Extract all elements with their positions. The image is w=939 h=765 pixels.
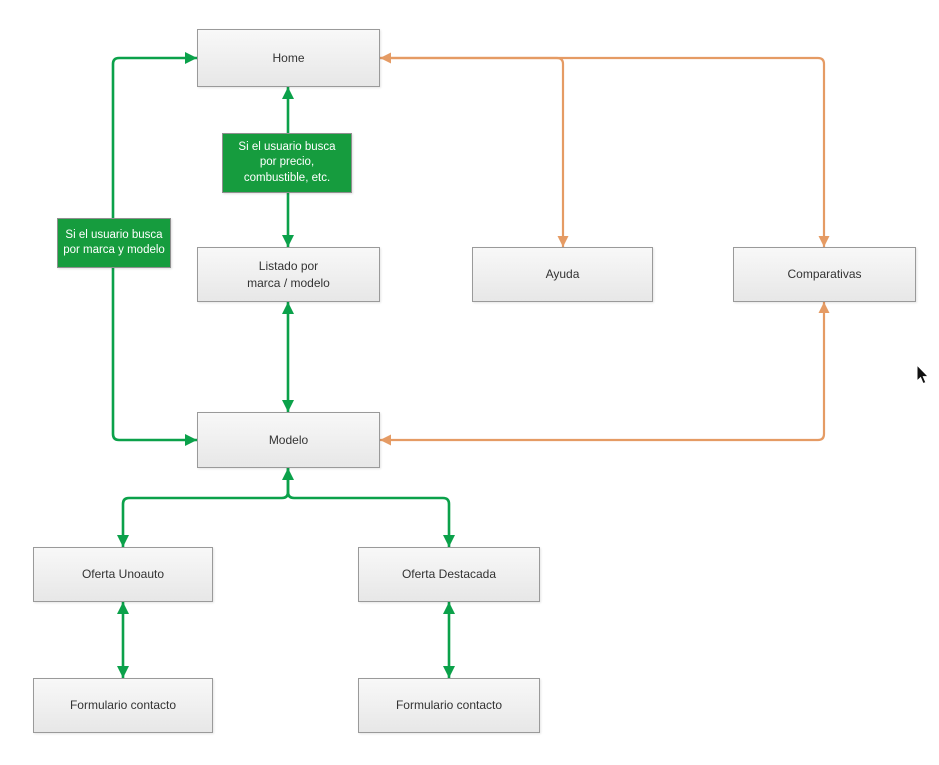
condition-label-busca-marca-modelo[interactable]: Si el usuario busca por marca y modelo [57, 218, 171, 268]
node-formulario-contacto-derecha[interactable]: Formulario contacto [358, 678, 540, 733]
node-oferta-unoauto[interactable]: Oferta Unoauto [33, 547, 213, 602]
edge-modelo-oferta-destacada[interactable] [286, 468, 455, 547]
edge-modelo-comparativas[interactable] [380, 302, 830, 446]
edge-modelo-oferta-unoauto[interactable] [117, 468, 294, 547]
node-modelo[interactable]: Modelo [197, 412, 380, 468]
node-ayuda[interactable]: Ayuda [472, 247, 653, 302]
edge-home-comparativas[interactable] [380, 56, 830, 247]
node-formulario-contacto-izquierda[interactable]: Formulario contacto [33, 678, 213, 733]
node-listado-marca-modelo[interactable]: Listado por marca / modelo [197, 247, 380, 302]
mouse-cursor [916, 364, 930, 385]
condition-label-busca-precio[interactable]: Si el usuario busca por precio, combusti… [222, 133, 352, 193]
edge-home-ayuda[interactable] [380, 52, 569, 247]
node-home[interactable]: Home [197, 29, 380, 87]
node-comparativas[interactable]: Comparativas [733, 247, 916, 302]
node-oferta-destacada[interactable]: Oferta Destacada [358, 547, 540, 602]
